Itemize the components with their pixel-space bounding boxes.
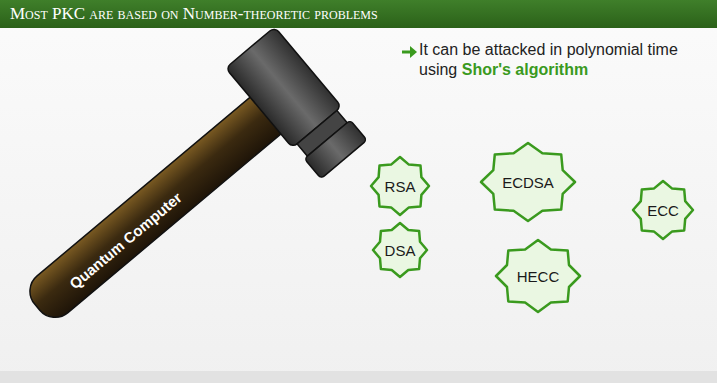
footer-bar [0, 371, 717, 383]
note-text: It can be attacked in polynomial time us… [419, 40, 689, 80]
algorithm-label: ECC [647, 202, 679, 219]
star-shape: ECDSA [479, 141, 577, 223]
slide-title: Most PKC are based on Number-theoretic p… [10, 4, 378, 24]
star-shape: DSA [371, 221, 429, 279]
algorithm-label: RSA [385, 178, 416, 195]
algorithm-label: HECC [517, 268, 560, 285]
algorithm-name: Shor's algorithm [462, 61, 588, 78]
star-shape: ECC [631, 179, 695, 241]
star-shape: HECC [494, 238, 582, 314]
algorithm-label: ECDSA [502, 174, 554, 191]
algorithm-label: DSA [385, 242, 416, 259]
star-shape: RSA [369, 155, 431, 217]
